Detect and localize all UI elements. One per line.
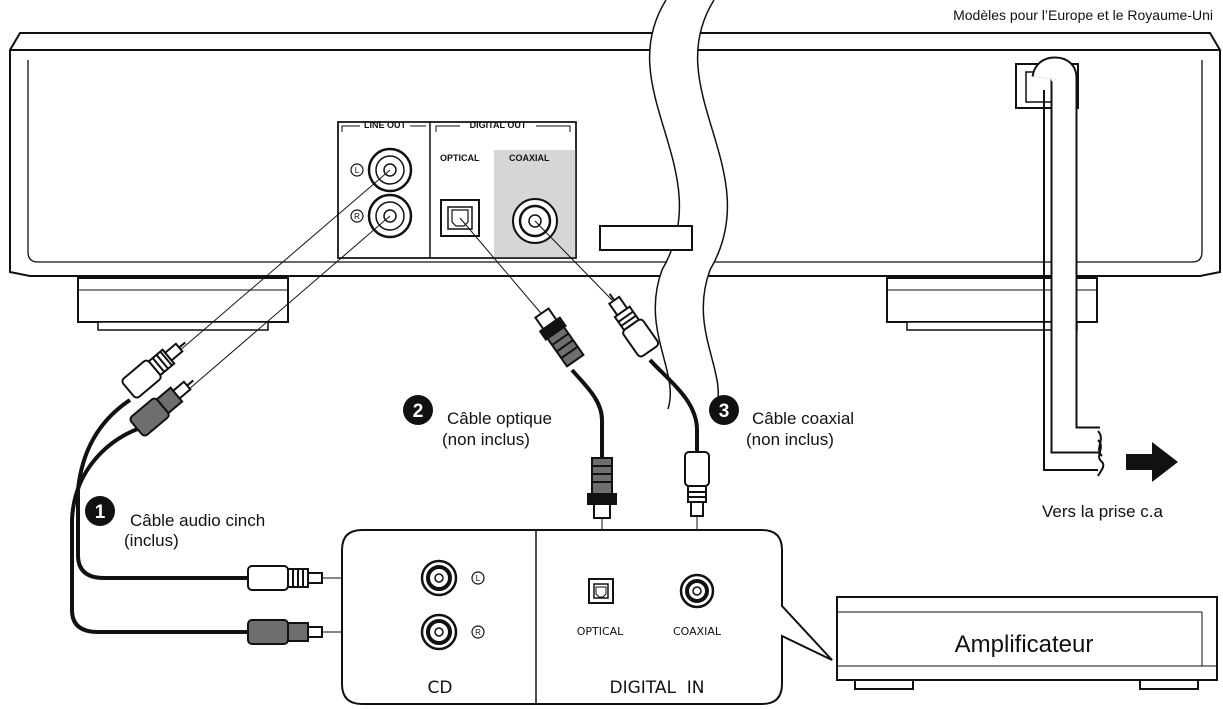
- coaxial-out-label: COAXIAL: [509, 153, 550, 163]
- cable-2-badge: 2: [403, 395, 433, 425]
- arrow-right-icon: [1126, 442, 1178, 482]
- svg-text:R: R: [475, 628, 481, 637]
- svg-text:L: L: [476, 574, 481, 583]
- svg-text:3: 3: [719, 401, 730, 422]
- digital-in-label: DIGITAL IN: [610, 678, 705, 698]
- cd-player-body: [9, 32, 1221, 277]
- amp-input-panel: [341, 529, 833, 705]
- power-cord: [1031, 56, 1105, 477]
- cable-1-note: (inclus): [124, 531, 179, 550]
- svg-text:2: 2: [413, 401, 424, 422]
- coaxial-in-label: COAXIAL: [673, 625, 722, 638]
- cd-in-right-jack[interactable]: [420, 613, 458, 651]
- cable-2-name: Câble optique: [447, 409, 552, 428]
- cable-3-name: Câble coaxial: [752, 409, 854, 428]
- cable-3-note: (non inclus): [746, 430, 834, 449]
- optical-in-jack[interactable]: [588, 578, 614, 604]
- svg-text:1: 1: [95, 502, 106, 523]
- cd-input-label: CD: [428, 678, 453, 698]
- amp-left-mark: L: [471, 571, 485, 585]
- amplifier-box: [836, 596, 1218, 690]
- amplifier-label: Amplificateur: [955, 631, 1094, 658]
- player-foot-left: [77, 277, 289, 331]
- cable-1-name: Câble audio cinch: [130, 511, 265, 530]
- line-out-label: LINE OUT: [364, 120, 407, 130]
- optical-cable: [533, 307, 617, 574]
- cable-2-note: (non inclus): [442, 430, 530, 449]
- connection-guide-lines: [177, 169, 613, 391]
- coaxial-in-jack[interactable]: [679, 573, 715, 609]
- region-note: Modèles pour l’Europe et le Royaume-Uni: [953, 7, 1213, 23]
- power-label: Vers la prise c.a: [1042, 502, 1163, 521]
- vent-slot: [599, 225, 693, 251]
- cable-1-badge: 1: [85, 496, 115, 526]
- amp-right-mark: R: [471, 625, 485, 639]
- digital-out-label: DIGITAL OUT: [470, 120, 527, 130]
- cd-in-left-jack[interactable]: [420, 559, 458, 597]
- optical-out-label: OPTICAL: [440, 153, 480, 163]
- svg-text:R: R: [354, 212, 360, 221]
- player-right-mark: R: [350, 209, 364, 223]
- optical-in-label: OPTICAL: [577, 625, 624, 638]
- svg-text:L: L: [355, 166, 360, 175]
- cable-3-badge: 3: [709, 395, 739, 425]
- player-left-mark: L: [350, 163, 364, 177]
